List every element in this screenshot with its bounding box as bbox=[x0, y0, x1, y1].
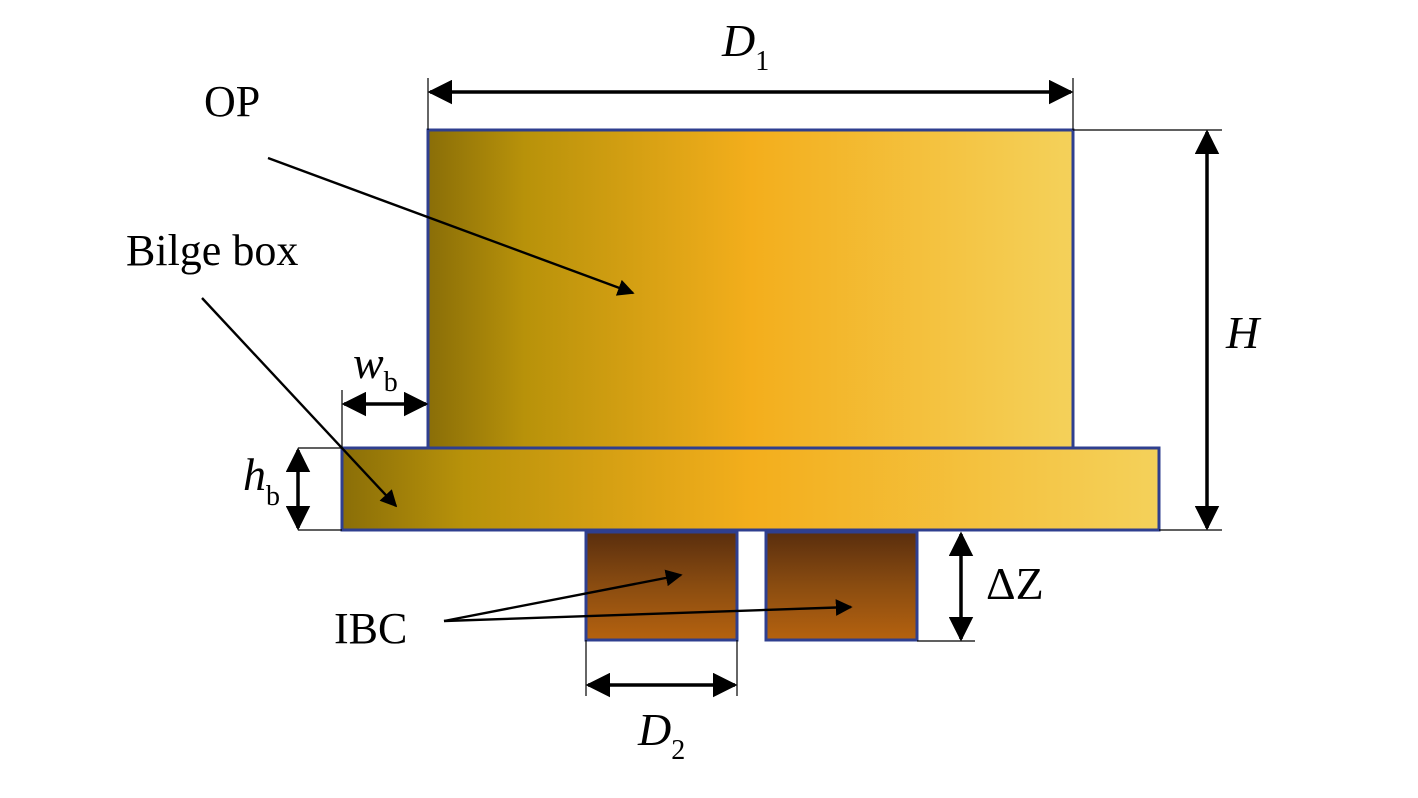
op-label: OP bbox=[204, 77, 260, 126]
ibc-leader-arrow-left bbox=[443, 569, 683, 623]
h-label: H bbox=[1225, 307, 1262, 358]
ibc-label: IBC bbox=[334, 604, 407, 653]
ibc-leader-arrow-right bbox=[443, 599, 853, 623]
bilge-box-leader-arrow bbox=[201, 297, 398, 508]
ibc-left-body bbox=[584, 530, 739, 642]
bilge-box-label: Bilge box bbox=[126, 226, 298, 275]
bilge-box-body bbox=[340, 446, 1161, 532]
wb-label: wb bbox=[353, 337, 398, 398]
d2-label: D2 bbox=[637, 704, 685, 766]
delta-z-label: ΔZ bbox=[986, 558, 1044, 609]
d1-label: D1 bbox=[721, 15, 769, 77]
op-body bbox=[426, 128, 1075, 450]
hb-label: hb bbox=[243, 449, 280, 512]
op-leader-arrow bbox=[267, 156, 635, 296]
ibc-right-body bbox=[764, 530, 919, 642]
